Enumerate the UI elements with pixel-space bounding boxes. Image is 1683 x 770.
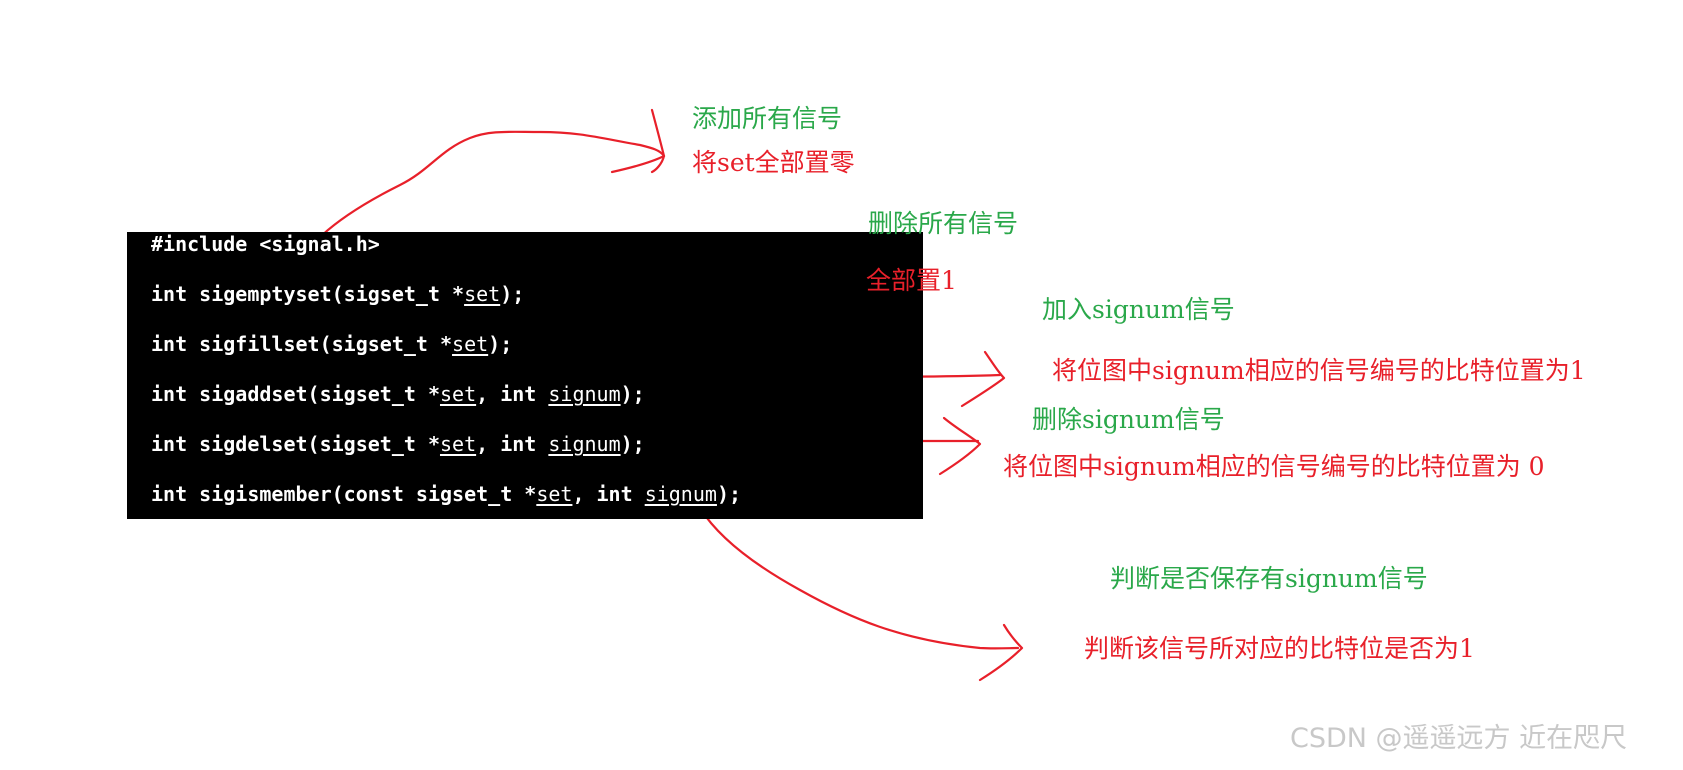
arrowhead-ismember xyxy=(978,623,1024,682)
code-text: , int xyxy=(476,382,549,406)
note-emptyset-summary: 添加所有信号 xyxy=(692,104,843,133)
code-text: ); xyxy=(620,382,645,406)
param-set-link[interactable]: set xyxy=(536,482,573,506)
code-line-include: #include <signal.h> xyxy=(151,232,380,256)
code-line-sigismember: int sigismember(const sigset_t *set, int… xyxy=(151,482,741,506)
code-line-sigdelset: int sigdelset(sigset_t *set, int signum)… xyxy=(151,432,645,456)
param-set-link[interactable]: set xyxy=(439,432,477,456)
arrowhead-delset xyxy=(938,416,982,476)
arrowhead-emptyset xyxy=(650,108,666,174)
note-delset-summary: 删除signum信号 xyxy=(1032,405,1225,434)
code-text: ); xyxy=(620,432,645,456)
arrowhead-addset xyxy=(960,350,1006,408)
note-ismember-summary: 判断是否保存有signum信号 xyxy=(1110,564,1428,593)
param-set-link[interactable]: set xyxy=(452,332,489,356)
param-set-link[interactable]: set xyxy=(464,282,501,306)
note-delset-detail: 将位图中signum相应的信号编号的比特位置为 0 xyxy=(1003,452,1545,481)
code-line-sigaddset: int sigaddset(sigset_t *set, int signum)… xyxy=(151,382,645,406)
code-text: int sigemptyset(sigset_t * xyxy=(151,282,465,306)
param-signum-link[interactable]: signum xyxy=(548,382,621,406)
code-line-sigfillset: int sigfillset(sigset_t *set); xyxy=(151,332,512,356)
param-set-link[interactable]: set xyxy=(439,382,477,406)
code-text: int sigfillset(sigset_t * xyxy=(151,332,453,356)
note-addset-detail: 将位图中signum相应的信号编号的比特位置为1 xyxy=(1052,356,1586,385)
code-text: , int xyxy=(476,432,549,456)
note-ismember-detail: 判断该信号所对应的比特位是否为1 xyxy=(1084,634,1475,663)
arrow-ismember xyxy=(698,506,1020,650)
code-text: ); xyxy=(716,482,742,506)
code-text: ); xyxy=(488,332,513,356)
param-signum-link[interactable]: signum xyxy=(548,432,621,456)
code-text: int sigdelset(sigset_t * xyxy=(151,432,440,456)
watermark: CSDN @遥遥远方 近在咫尺 xyxy=(1290,723,1628,754)
note-fillset-summary: 删除所有信号 xyxy=(868,209,1019,238)
code-text: , int xyxy=(572,482,645,506)
code-text: ); xyxy=(500,282,525,306)
code-block: #include <signal.h> int sigemptyset(sigs… xyxy=(127,232,923,519)
code-text: int sigaddset(sigset_t * xyxy=(151,382,440,406)
param-signum-link[interactable]: signum xyxy=(644,482,717,506)
code-line-sigemptyset: int sigemptyset(sigset_t *set); xyxy=(151,282,524,306)
note-fillset-detail: 全部置1 xyxy=(866,266,957,295)
note-emptyset-detail: 将set全部置零 xyxy=(692,148,855,177)
code-text: int sigismember(const sigset_t * xyxy=(151,482,537,506)
note-addset-summary: 加入signum信号 xyxy=(1042,295,1235,324)
